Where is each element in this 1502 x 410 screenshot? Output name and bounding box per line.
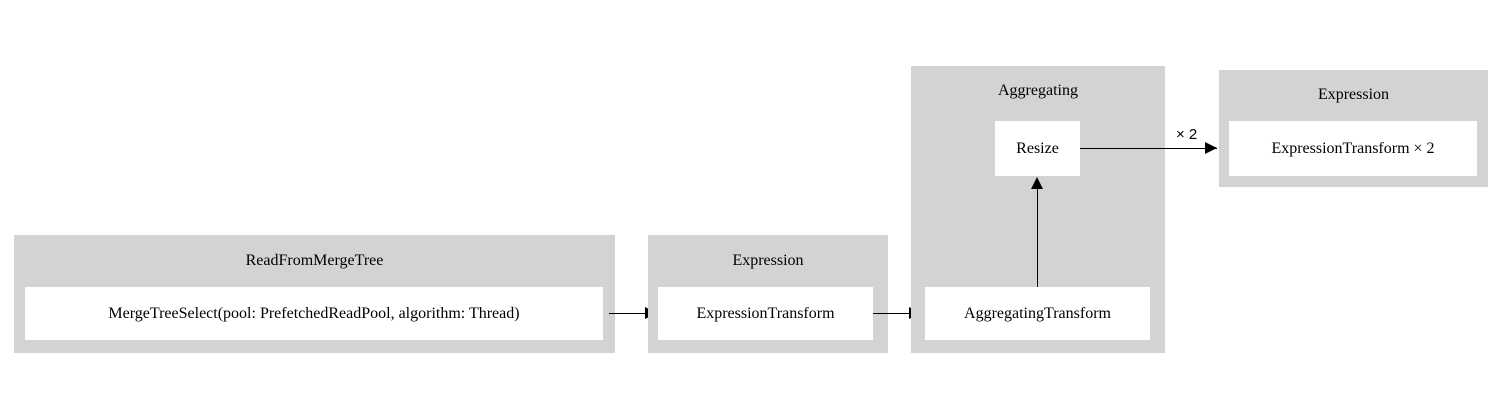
cluster-title-expression-2: Expression: [1317, 86, 1390, 103]
edge-select-to-expression-line: [609, 313, 657, 314]
node-label-aggregating-transform: AggregatingTransform: [964, 304, 1111, 322]
node-resize[interactable]: Resize: [995, 121, 1080, 176]
node-expression-transform[interactable]: ExpressionTransform: [658, 287, 873, 340]
cluster-title-expression-1: Expression: [732, 252, 804, 269]
cluster-title-aggregating: Aggregating: [998, 82, 1078, 99]
edge-aggregating-to-resize-arrowhead: [1031, 177, 1043, 189]
edge-resize-to-expression2-line: [1080, 148, 1217, 149]
node-aggregating-transform[interactable]: AggregatingTransform: [925, 287, 1150, 340]
node-label-resize: Resize: [1016, 139, 1059, 157]
node-merge-tree-select[interactable]: MergeTreeSelect(pool: PrefetchedReadPool…: [25, 287, 603, 340]
node-label-expression-transform: ExpressionTransform: [696, 304, 835, 322]
node-label-expression-transform-x2: ExpressionTransform × 2: [1271, 139, 1435, 157]
edge-aggregating-to-resize-line: [1037, 188, 1038, 287]
node-label-merge-tree-select: MergeTreeSelect(pool: PrefetchedReadPool…: [108, 304, 520, 322]
edge-resize-to-expression2-arrowhead: [1205, 142, 1217, 154]
edge-label-resize-to-expression2: × 2: [1176, 126, 1198, 143]
edge-expression-to-aggregating-line: [873, 313, 913, 314]
node-expression-transform-x2[interactable]: ExpressionTransform × 2: [1229, 121, 1477, 176]
cluster-title-read-from-merge-tree: ReadFromMergeTree: [245, 252, 384, 269]
